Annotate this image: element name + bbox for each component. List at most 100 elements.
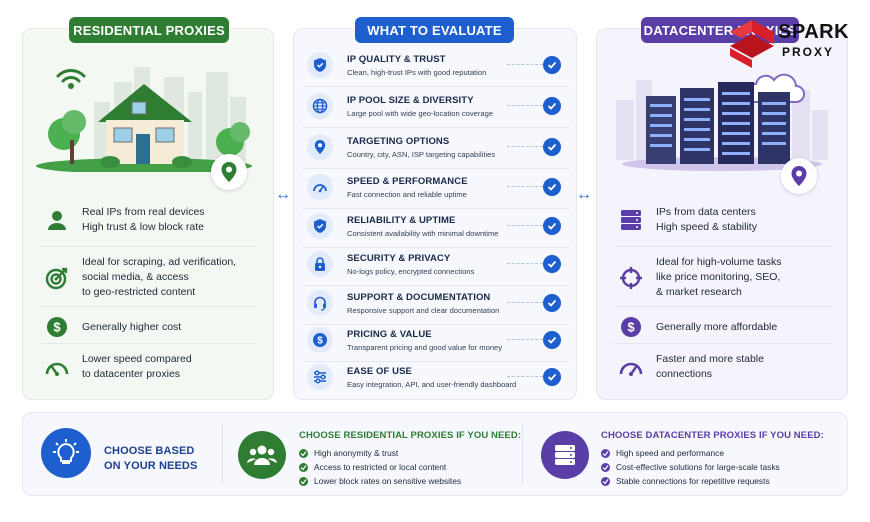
criteria-description: No-logs policy, encrypted connections	[347, 266, 475, 276]
logo-word-proxy: PROXY	[782, 45, 835, 59]
bottom-summary	[22, 412, 848, 496]
sliders-icon	[307, 364, 333, 390]
headset-icon	[307, 290, 333, 316]
criteria-description: Country, city, ASN, ISP targeting capabi…	[347, 149, 496, 159]
criteria-item: RELIABILITY & UPTIME Consistent availabil…	[303, 209, 569, 243]
residential-need-title: CHOOSE RESIDENTIAL PROXIES IF YOU NEED:	[299, 430, 522, 441]
criteria-description: Responsive support and clear documentati…	[347, 305, 500, 315]
check-icon	[299, 462, 308, 472]
residential-feature-cost: $ Generally higher cost	[44, 314, 181, 340]
evaluate-panel	[293, 28, 577, 400]
check-icon	[601, 448, 610, 458]
list-item: High speed and performance	[601, 448, 724, 458]
criteria-description: Consistent availability with minimal dow…	[347, 228, 499, 238]
list-item: Access to restricted or local content	[299, 462, 446, 472]
shield-icon	[307, 52, 333, 78]
divider	[612, 246, 832, 247]
list-item: Cost-effective solutions for large-scale…	[601, 462, 780, 472]
divider	[40, 343, 258, 344]
divider	[522, 424, 523, 484]
divider	[222, 424, 223, 484]
check-icon	[543, 56, 561, 74]
logo-word-spark: SPARK	[778, 21, 850, 43]
dashed-connector	[507, 339, 543, 340]
check-icon	[543, 368, 561, 386]
dashed-connector	[507, 225, 543, 226]
dashed-connector	[507, 263, 543, 264]
divider	[40, 246, 258, 247]
datacenter-feature-cost: $ Generally more affordable	[618, 314, 777, 340]
check-icon	[299, 476, 308, 486]
divider	[303, 208, 569, 209]
divider	[40, 306, 258, 307]
divider	[303, 168, 569, 169]
dashed-connector	[507, 105, 543, 106]
dashed-connector	[507, 146, 543, 147]
divider	[303, 127, 569, 128]
dashed-connector	[507, 186, 543, 187]
check-icon	[601, 462, 610, 472]
evaluate-header: WHAT TO EVALUATE	[355, 17, 514, 43]
person-icon	[44, 207, 70, 233]
dollar-icon: $	[44, 314, 70, 340]
server-icon	[618, 207, 644, 233]
residential-feature-use-cases: Ideal for scraping, ad verification,soci…	[44, 255, 236, 300]
criteria-title: EASE OF USE	[347, 365, 412, 377]
check-icon	[543, 97, 561, 115]
criteria-item: $ PRICING & VALUE Transparent pricing and …	[303, 323, 569, 357]
svg-text:$: $	[53, 320, 61, 335]
dashed-connector	[507, 302, 543, 303]
divider	[303, 285, 569, 286]
divider	[612, 306, 832, 307]
check-icon	[543, 138, 561, 156]
location-pin-icon-datacenter	[781, 158, 817, 194]
double-arrow-icon: ↔	[275, 186, 291, 203]
criteria-description: Clean, high-trust IPs with good reputati…	[347, 67, 487, 77]
criteria-description: Easy integration, API, and user-friendly…	[347, 379, 517, 389]
dollar-icon: $	[307, 327, 333, 353]
target-icon	[44, 265, 70, 291]
group-icon	[238, 431, 286, 479]
globe-icon	[307, 93, 333, 119]
svg-text:$: $	[317, 336, 323, 347]
criteria-title: RELIABILITY & UPTIME	[347, 214, 456, 226]
criteria-item: SPEED & PERFORMANCE Fast connection and r…	[303, 170, 569, 204]
lock-icon	[307, 251, 333, 277]
check-icon	[543, 331, 561, 349]
server-stack-icon	[541, 431, 589, 479]
divider	[612, 343, 832, 344]
datacenter-illustration	[616, 73, 828, 171]
divider	[303, 86, 569, 87]
house-illustration	[36, 67, 252, 172]
criteria-title: SECURITY & PRIVACY	[347, 252, 451, 264]
criteria-title: SPEED & PERFORMANCE	[347, 175, 468, 187]
criteria-item: EASE OF USE Easy integration, API, and us…	[303, 360, 569, 394]
divider	[303, 247, 569, 248]
criteria-title: IP POOL SIZE & DIVERSITY	[347, 94, 474, 106]
criteria-title: SUPPORT & DOCUMENTATION	[347, 291, 491, 303]
criteria-description: Large pool with wide geo-location covera…	[347, 108, 494, 118]
crosshair-icon	[618, 265, 644, 291]
criteria-description: Transparent pricing and good value for m…	[347, 342, 503, 352]
criteria-title: PRICING & VALUE	[347, 328, 432, 340]
check-icon	[543, 255, 561, 273]
check-icon	[299, 448, 308, 458]
shield-check-icon	[307, 213, 333, 239]
check-icon	[543, 178, 561, 196]
list-item: Lower block rates on sensitive websites	[299, 476, 461, 486]
divider	[303, 361, 569, 362]
criteria-description: Fast connection and reliable uptime	[347, 189, 467, 199]
check-icon	[543, 217, 561, 235]
dollar-icon: $	[618, 314, 644, 340]
dashed-connector	[507, 376, 543, 377]
criteria-item: SECURITY & PRIVACY No-logs policy, encryp…	[303, 247, 569, 281]
location-pin-icon	[211, 154, 247, 190]
svg-text:$: $	[627, 320, 635, 335]
spark-proxy-logo	[730, 20, 774, 68]
